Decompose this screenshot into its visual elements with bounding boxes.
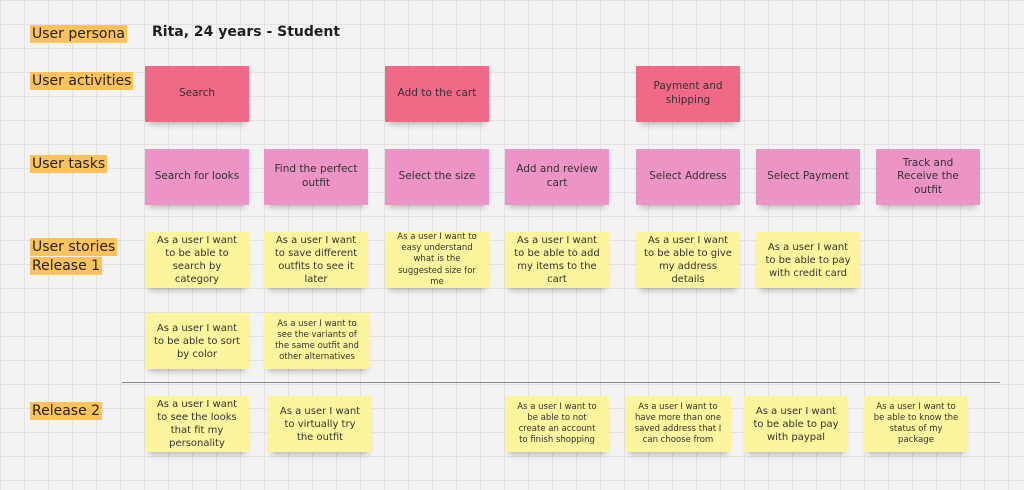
task-note[interactable]: Search for looks bbox=[145, 149, 249, 205]
story-note[interactable]: As a user I want to be able to give my a… bbox=[636, 232, 740, 288]
story-note[interactable]: As a user I want to be able to know the … bbox=[864, 396, 968, 452]
task-note[interactable]: Select Address bbox=[636, 149, 740, 205]
activity-note[interactable]: Add to the cart bbox=[385, 66, 489, 122]
story-note[interactable]: As a user I want to be able to not creat… bbox=[505, 396, 609, 452]
label-user-tasks: User tasks bbox=[30, 155, 108, 173]
label-user-persona: User persona bbox=[30, 25, 127, 43]
story-note[interactable]: As a user I want to virtually try the ou… bbox=[268, 396, 372, 452]
persona-title: Rita, 24 years - Student bbox=[152, 24, 341, 40]
story-note[interactable]: As a user I want to see the looks that f… bbox=[145, 396, 249, 452]
label-user-activities: User activities bbox=[30, 72, 134, 90]
story-note[interactable]: As a user I want to see the variants of … bbox=[264, 313, 370, 369]
activity-note[interactable]: Payment and shipping bbox=[636, 66, 740, 122]
story-note[interactable]: As a user I want to easy understand what… bbox=[385, 232, 489, 288]
task-note[interactable]: Select Payment bbox=[756, 149, 860, 205]
story-note[interactable]: As a user I want to be able to add my it… bbox=[505, 232, 609, 288]
task-note[interactable]: Add and review cart bbox=[505, 149, 609, 205]
activity-note[interactable]: Search bbox=[145, 66, 249, 122]
task-note[interactable]: Select the size bbox=[385, 149, 489, 205]
story-note[interactable]: As a user I want to have more than one s… bbox=[625, 396, 731, 452]
label-release-1: Release 1 bbox=[30, 257, 103, 275]
task-note[interactable]: Track and Receive the outfit bbox=[876, 149, 980, 205]
task-note[interactable]: Find the perfect outfit bbox=[264, 149, 368, 205]
release-divider bbox=[122, 382, 1000, 383]
story-note[interactable]: As a user I want to be able to pay with … bbox=[756, 232, 860, 288]
story-note[interactable]: As a user I want to be able to pay with … bbox=[744, 396, 848, 452]
story-note[interactable]: As a user I want to save different outfi… bbox=[264, 232, 368, 288]
label-user-stories: User stories bbox=[30, 238, 118, 256]
story-note[interactable]: As a user I want to be able to sort by c… bbox=[145, 313, 249, 369]
label-release-2: Release 2 bbox=[30, 402, 103, 420]
story-note[interactable]: As a user I want to be able to search by… bbox=[145, 232, 249, 288]
